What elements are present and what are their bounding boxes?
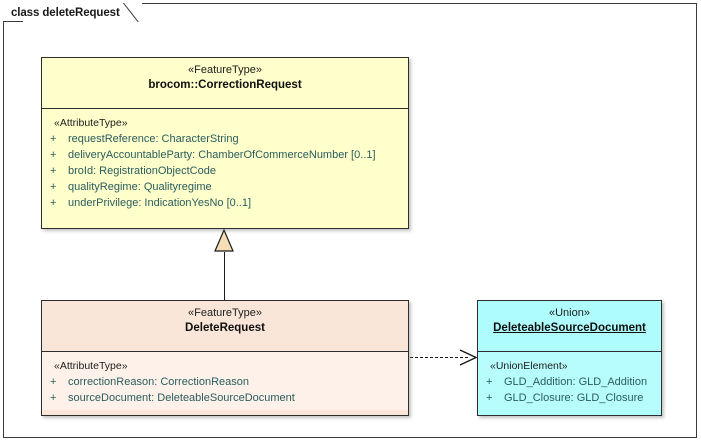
- attribute-visibility: +: [486, 392, 493, 404]
- class-stereotype: «FeatureType»: [188, 307, 262, 319]
- class-node-deleteable-source-document[interactable]: «Union» DeleteableSourceDocument «UnionE…: [477, 300, 662, 416]
- class-stereotype: «FeatureType»: [188, 64, 262, 76]
- diagram-frame-tab: class deleteRequest: [3, 3, 142, 22]
- attribute-text: broId: RegistrationObjectCode: [68, 165, 216, 177]
- compartment-stereotype: «AttributeType»: [54, 360, 128, 372]
- attribute-row: + underPrivilege: IndicationYesNo [0..1]: [46, 195, 404, 211]
- attribute-row: + deliveryAccountableParty: ChamberOfCom…: [46, 147, 404, 163]
- dependency-line: [410, 357, 468, 358]
- tab-slant-decoration: [123, 3, 142, 22]
- attribute-visibility: +: [50, 392, 57, 404]
- attribute-visibility: +: [50, 376, 57, 388]
- tab-underline: [3, 21, 23, 22]
- attribute-visibility: +: [50, 165, 57, 177]
- class-name: DeleteRequest: [185, 322, 265, 334]
- attribute-text: GLD_Addition: GLD_Addition: [504, 376, 648, 388]
- attribute-row: + sourceDocument: DeleteableSourceDocume…: [46, 390, 404, 406]
- class-node-delete-request[interactable]: «FeatureType» DeleteRequest «AttributeTy…: [41, 300, 409, 416]
- attribute-text: qualityRegime: Qualityregime: [68, 181, 212, 193]
- attribute-visibility: +: [50, 197, 57, 209]
- attribute-visibility: +: [486, 376, 493, 388]
- attribute-visibility: +: [50, 149, 57, 161]
- class-stereotype: «Union»: [549, 307, 590, 319]
- generalization-line: [224, 252, 225, 300]
- attribute-row: + qualityRegime: Qualityregime: [46, 179, 404, 195]
- class-node-correction-request[interactable]: «FeatureType» brocom::CorrectionRequest …: [41, 57, 409, 229]
- attribute-row: + GLD_Addition: GLD_Addition: [482, 374, 657, 390]
- attribute-text: correctionReason: CorrectionReason: [68, 376, 249, 388]
- diagram-frame-tab-body: class deleteRequest: [3, 3, 142, 22]
- attribute-text: GLD_Closure: GLD_Closure: [504, 392, 644, 404]
- attribute-row: + requestReference: CharacterString: [46, 131, 404, 147]
- class-header-deleteable-source-document: «Union» DeleteableSourceDocument: [478, 301, 661, 352]
- attribute-text: deliveryAccountableParty: ChamberOfComme…: [68, 149, 376, 161]
- class-attributes-compartment-deleteable-source-document: «UnionElement» + GLD_Addition: GLD_Addit…: [478, 352, 661, 410]
- generalization-triangle-icon: [214, 229, 234, 252]
- class-attributes-compartment-delete-request: «AttributeType» + correctionReason: Corr…: [42, 352, 408, 410]
- attribute-visibility: +: [50, 181, 57, 193]
- attribute-visibility: +: [50, 133, 57, 145]
- class-name: DeleteableSourceDocument: [493, 322, 646, 334]
- attribute-text: sourceDocument: DeleteableSourceDocument: [68, 392, 295, 404]
- class-header-delete-request: «FeatureType» DeleteRequest: [42, 301, 408, 352]
- dependency-arrowhead-icon: [459, 349, 478, 366]
- class-name: brocom::CorrectionRequest: [148, 79, 302, 91]
- diagram-title: class deleteRequest: [11, 6, 120, 19]
- compartment-stereotype: «AttributeType»: [54, 117, 128, 129]
- class-attributes-compartment-correction-request: «AttributeType» + requestReference: Char…: [42, 109, 408, 215]
- attribute-row: + GLD_Closure: GLD_Closure: [482, 390, 657, 406]
- attribute-row: + broId: RegistrationObjectCode: [46, 163, 404, 179]
- attribute-text: requestReference: CharacterString: [68, 133, 239, 145]
- class-header-correction-request: «FeatureType» brocom::CorrectionRequest: [42, 58, 408, 109]
- compartment-stereotype: «UnionElement»: [490, 360, 568, 372]
- attribute-row: + correctionReason: CorrectionReason: [46, 374, 404, 390]
- attribute-text: underPrivilege: IndicationYesNo [0..1]: [68, 197, 252, 209]
